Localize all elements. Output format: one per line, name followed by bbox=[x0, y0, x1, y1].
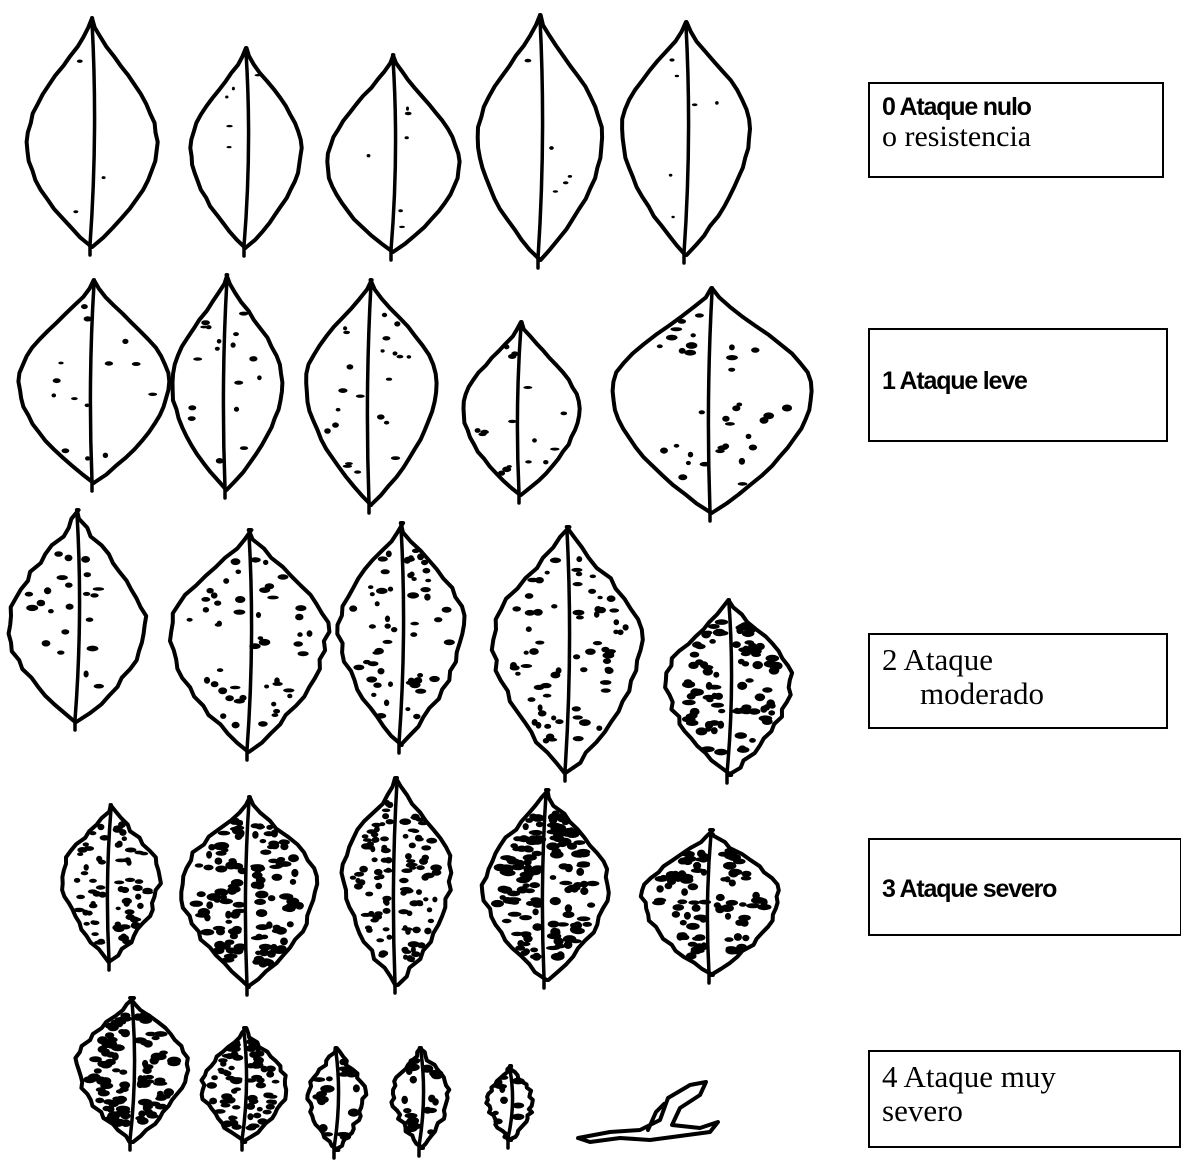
leaf-midrib bbox=[517, 326, 521, 503]
leaf-midrib bbox=[90, 284, 94, 491]
leaf-midrib bbox=[244, 52, 249, 256]
leaf-midrib bbox=[393, 782, 397, 993]
leaf-row-2-leaf-4 bbox=[665, 600, 792, 783]
label-grade-0-line-1: 0 Ataque nulo bbox=[882, 92, 1150, 122]
leaf-row-2-leaf-3 bbox=[492, 527, 643, 781]
leaf-midrib bbox=[130, 1002, 135, 1150]
leaf-midrib bbox=[223, 279, 227, 498]
label-box-grade-3: 3 Ataque severo bbox=[868, 838, 1181, 936]
leaf-midrib bbox=[367, 284, 371, 513]
leaf-row-3-leaf-4 bbox=[641, 830, 779, 983]
leaf-row-3-leaf-2 bbox=[342, 778, 452, 993]
leaf-outline bbox=[306, 280, 436, 505]
leaf-row-3-leaf-1 bbox=[181, 797, 317, 995]
leaf-row-4-leaf-4 bbox=[486, 1066, 533, 1148]
leaf-row-0-leaf-3 bbox=[478, 15, 602, 268]
leaf-midrib bbox=[684, 26, 689, 263]
leaf-midrib bbox=[107, 809, 111, 970]
leaf-midrib bbox=[565, 531, 570, 781]
leaf-row-3-leaf-0 bbox=[62, 805, 161, 970]
leaf-midrib bbox=[538, 19, 543, 268]
leaf-outline bbox=[62, 805, 161, 962]
label-box-grade-2: 2 Ataque moderado bbox=[868, 633, 1168, 729]
label-grade-3-line-1: 3 Ataque severo bbox=[882, 874, 1168, 904]
label-grade-1-line-1: 1 Ataque leve bbox=[882, 366, 1154, 396]
leaf-row-0-leaf-1 bbox=[190, 48, 301, 256]
leaf-row-2-leaf-1 bbox=[170, 530, 329, 760]
leaf-midrib bbox=[391, 59, 396, 260]
leaf-midrib bbox=[399, 527, 404, 753]
leaf-row-3-leaf-3 bbox=[482, 790, 609, 988]
leaf-row-1-leaf-1 bbox=[173, 275, 283, 498]
leaf-row-0-leaf-0 bbox=[27, 18, 158, 255]
leaf-spots bbox=[525, 59, 573, 193]
leaf-spots bbox=[52, 304, 158, 460]
leaf-spots bbox=[73, 60, 105, 214]
label-grade-4-line-2: severo bbox=[882, 1094, 1167, 1128]
leaf-spots bbox=[225, 74, 261, 148]
leaf-midrib bbox=[245, 801, 249, 995]
withered-leaf-remains bbox=[578, 1082, 718, 1142]
leaf-row-4-leaf-0 bbox=[75, 998, 188, 1150]
leaf-row-2-leaf-0 bbox=[9, 510, 147, 730]
leaf-row-4-leaf-2 bbox=[307, 1048, 366, 1158]
leaf-row-1-leaf-4 bbox=[613, 288, 812, 521]
leaf-spots bbox=[669, 58, 719, 218]
leaf-row-1-leaf-2 bbox=[306, 280, 436, 513]
leaf-row-4-leaf-3 bbox=[391, 1048, 449, 1156]
label-box-grade-4: 4 Ataque muy severo bbox=[868, 1050, 1181, 1148]
leaf-midrib bbox=[727, 604, 732, 783]
label-box-grade-1: 1 Ataque leve bbox=[868, 328, 1168, 442]
leaf-midrib bbox=[75, 514, 80, 730]
leaf-row-0-leaf-2 bbox=[327, 55, 459, 260]
leaf-midrib bbox=[90, 22, 95, 255]
leaf-midrib bbox=[334, 1052, 339, 1158]
label-box-grade-0: 0 Ataque nulo o resistencia bbox=[868, 82, 1164, 178]
label-grade-0-line-2: o resistencia bbox=[882, 122, 1150, 152]
leaf-row-4-leaf-1 bbox=[202, 1028, 287, 1150]
leaf-spots bbox=[492, 1075, 524, 1124]
leaf-row-2-leaf-2 bbox=[337, 523, 464, 753]
leaf-outline bbox=[173, 275, 283, 490]
leaf-outline bbox=[464, 322, 580, 495]
leaf-spots bbox=[25, 551, 105, 688]
leaf-spots bbox=[367, 107, 412, 229]
leaf-row-1-leaf-0 bbox=[18, 280, 169, 491]
label-grade-4-line-1: 4 Ataque muy bbox=[882, 1060, 1167, 1094]
leaf-midrib bbox=[708, 292, 712, 521]
leaf-row-1-leaf-3 bbox=[464, 322, 580, 503]
label-grade-2-line-1: 2 Ataque bbox=[882, 643, 1154, 677]
label-grade-2-line-2: moderado bbox=[882, 677, 1154, 711]
leaf-row-0-leaf-4 bbox=[622, 22, 750, 263]
